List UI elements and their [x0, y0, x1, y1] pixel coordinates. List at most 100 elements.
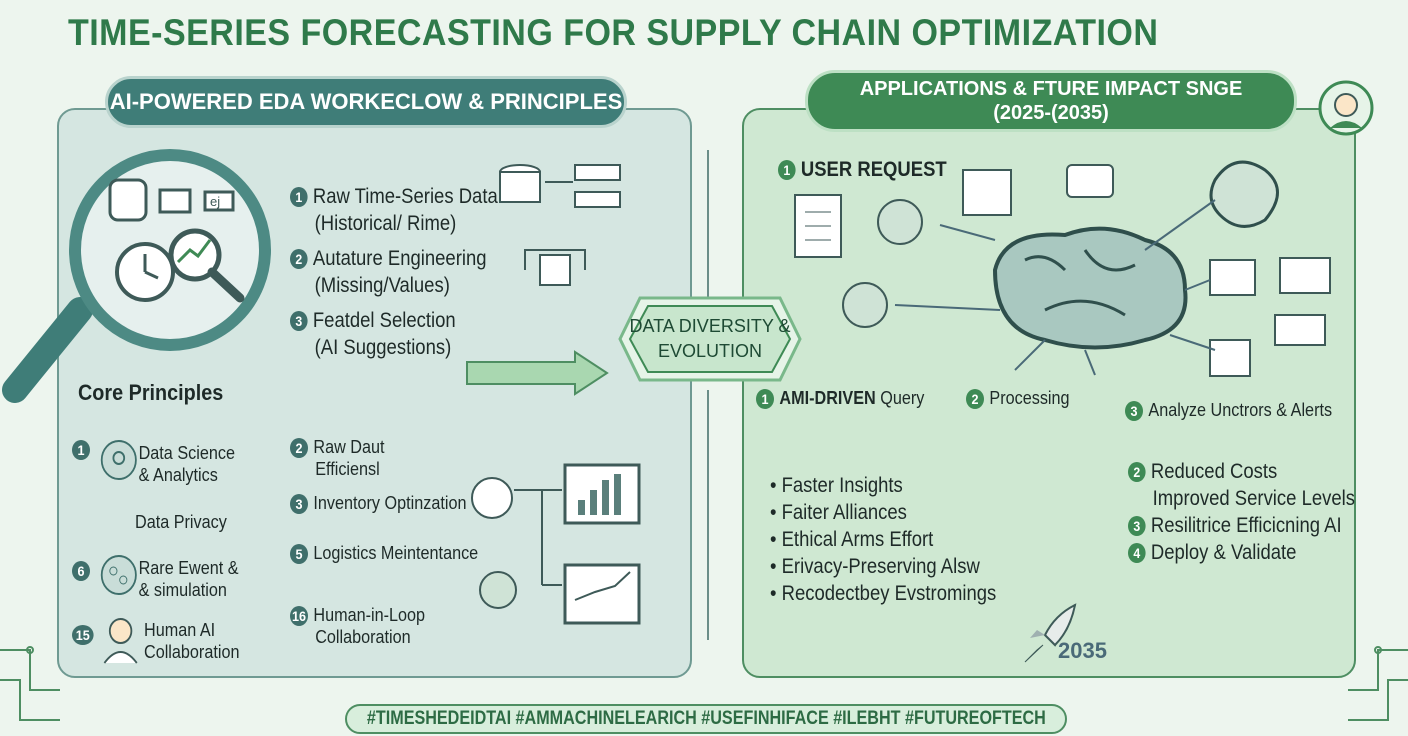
outcome-text: Reduced Costs — [1150, 460, 1278, 483]
user-request-number: 1 — [778, 160, 796, 181]
outcome-number: 2 — [1128, 462, 1146, 483]
bullet-text: Ethical Arms Effort — [781, 528, 934, 551]
database-network-icon — [499, 164, 621, 286]
outcome-text: Improved Service Levels — [1152, 487, 1355, 510]
step-title: Autature Engineering — [312, 247, 487, 270]
bullet-text: Recodectbey Evstromings — [781, 582, 997, 605]
flow-label: Processing — [989, 388, 1070, 408]
right-header: APPLICATIONS & FTURE IMPACT SNGE (2025-(… — [805, 70, 1297, 132]
benefit-line: Logistics Meintentance — [313, 543, 479, 563]
principle-line: & Analytics — [138, 465, 218, 485]
step-sub: (Missing/Values) — [314, 274, 450, 297]
step-title: Raw Time-Series Data — [312, 185, 498, 208]
ai-brain-network-illustration — [794, 160, 1331, 377]
bullet-text: Erivacy-Preserving Alsw — [781, 555, 980, 578]
bullet-text: Faster Insights — [781, 474, 903, 497]
avatar-icon — [1318, 80, 1374, 136]
bullet-item: • Faster Insights — [770, 474, 903, 497]
hashtags-text: #TIMESHEDEIDTAI #AMMACHINELEARICH #USEFI… — [366, 708, 1046, 729]
center-label-line1: DATA DIVERSITY & — [629, 316, 791, 336]
analytics-icon — [100, 440, 137, 480]
right-header-line2: (2025-(2035) — [993, 102, 1109, 124]
center-hexagon — [618, 296, 802, 382]
principle-item: 6 Rare Ewent && simulation — [72, 553, 243, 615]
principle-number: 15 — [72, 625, 94, 645]
hashtag-bar: #TIMESHEDEIDTAI #AMMACHINELEARICH #USEFI… — [345, 704, 1067, 734]
bullet-list: • Faster Insights • Faiter Alliances • E… — [770, 472, 1027, 607]
step-title: Featdel Selection — [312, 309, 456, 332]
benefit-number: 2 — [290, 438, 308, 459]
center-label: DATA DIVERSITY & EVOLUTION — [618, 314, 802, 364]
benefit-number: 5 — [290, 544, 308, 565]
bullet-text: Faiter Alliances — [781, 501, 907, 524]
principle-line: Human AI — [144, 620, 216, 640]
search-label: ej — [210, 194, 220, 209]
benefit-number: 16 — [290, 606, 308, 627]
flow-label: Analyze Unctrors & Alerts — [1148, 400, 1333, 420]
principle-line: Collaboration — [144, 642, 240, 662]
user-request-text: USER REQUEST — [800, 158, 947, 181]
circuit-decoration-right — [1348, 646, 1408, 721]
benefit-line: Raw Daut — [313, 437, 385, 457]
simulation-icon — [100, 555, 137, 595]
rocket-icon — [1024, 603, 1077, 663]
outcome-item: Improved Service Levels — [1128, 485, 1355, 512]
dashboard-monitors-icon — [471, 463, 641, 625]
outcome-number: 3 — [1128, 516, 1146, 537]
person-icon — [103, 618, 138, 664]
benefit-number: 3 — [290, 494, 308, 515]
benefit-line: Efficiensl — [315, 459, 380, 480]
step-sub: (Historical/ Rime) — [314, 212, 457, 235]
step-number: 3 — [290, 311, 308, 332]
arrow-right-icon — [466, 350, 609, 396]
page-title: TIME-SERIES FORECASTING FOR SUPPLY CHAIN… — [68, 12, 1159, 53]
magnifier-icon: ej — [2, 149, 271, 403]
right-header-line1: APPLICATIONS & FTURE IMPACT SNGE — [859, 78, 1243, 100]
principle-number: 6 — [72, 561, 90, 581]
principle-line: & simulation — [138, 580, 227, 600]
benefit-line: Inventory Optinzation — [313, 493, 467, 513]
divider — [707, 390, 709, 640]
step-number: 2 — [290, 249, 308, 270]
flow-number: 1 — [756, 389, 774, 410]
flow-label-2: Query — [880, 388, 925, 408]
bullet-item: • Erivacy-Preserving Alsw — [770, 555, 980, 578]
circuit-decoration-left — [0, 646, 60, 721]
year-label: 2035 — [1058, 638, 1107, 663]
principle-line: Rare Ewent & — [138, 558, 239, 578]
divider — [707, 150, 709, 310]
left-header: AI-POWERED EDA WORKECLOW & PRINCIPLES — [105, 76, 627, 128]
principle-number: 1 — [72, 440, 90, 460]
flow-label: AMI-DRIVEN — [779, 388, 876, 408]
bullet-item: • Ethical Arms Effort — [770, 528, 934, 551]
principle-item: Data Privacy — [72, 503, 243, 553]
left-header-text: AI-POWERED EDA WORKECLOW & PRINCIPLES — [109, 89, 623, 114]
outcome-text: Resilitrice Efficicning AI — [1150, 514, 1342, 537]
flow-number: 3 — [1125, 401, 1143, 422]
flow-number: 2 — [966, 389, 984, 410]
core-principles-title: Core Principles — [78, 380, 224, 405]
step-sub: (AI Suggestions) — [314, 336, 452, 359]
bullet-item: • Faiter Alliances — [770, 501, 907, 524]
outcome-number: 4 — [1128, 543, 1146, 564]
bullet-item: • Recodectbey Evstromings — [770, 582, 997, 605]
center-label-line2: EVOLUTION — [657, 341, 763, 361]
